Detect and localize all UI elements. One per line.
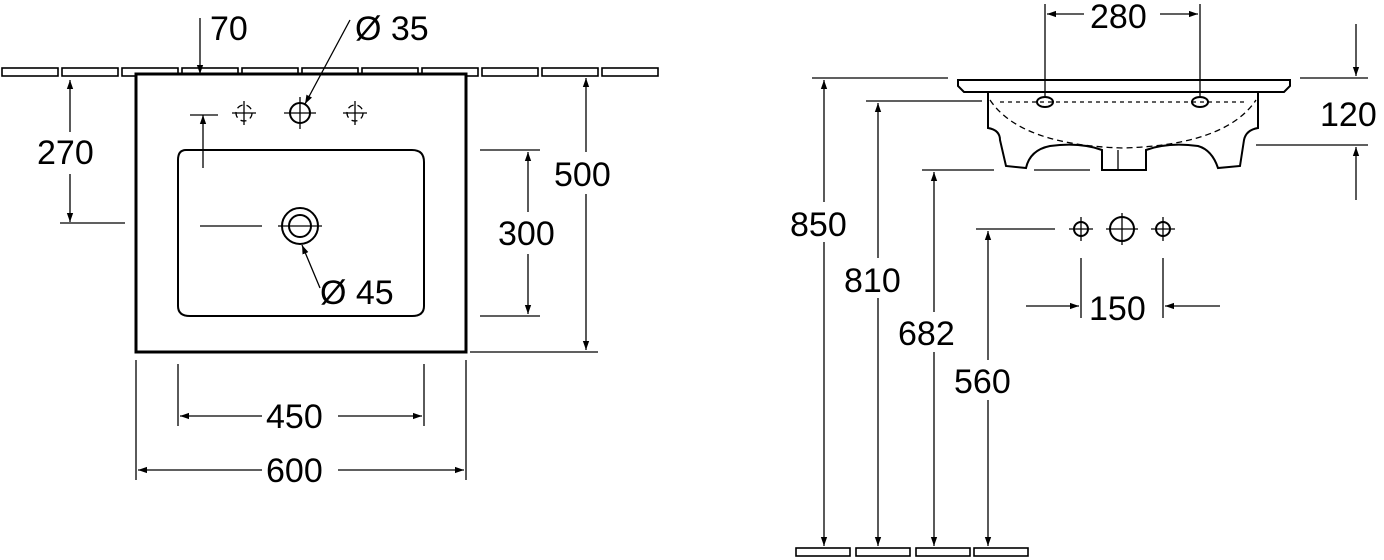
- dim-overall-width: 600: [266, 452, 323, 490]
- dim-bowl-bottom-height: 682: [898, 315, 955, 353]
- elevation-view: 280 120 850 810 682 560: [788, 0, 1377, 557]
- dim-drain-diameter: Ø 45: [320, 274, 394, 312]
- tap-holes: [232, 97, 367, 129]
- bowl-outline: [177, 149, 425, 317]
- basin-elevation: [957, 79, 1291, 171]
- dim-basin-height: 120: [1320, 96, 1377, 134]
- dim-trap-width: 280: [1090, 0, 1147, 36]
- wall-connection-symbols: [1069, 213, 1175, 245]
- basin-outline: [134, 72, 468, 354]
- wall-tiles: [1, 67, 659, 77]
- dim-rim-height: 850: [790, 206, 847, 244]
- dim-connection-spacing: 150: [1089, 290, 1146, 328]
- dim-inner-rim-height: 810: [844, 262, 901, 300]
- plan-view: 70 Ø 35 270 500 300 Ø 45 450: [1, 10, 659, 490]
- drain: [200, 207, 322, 245]
- dim-wall-connection-height: 560: [954, 363, 1011, 401]
- floor-tiles: [795, 547, 1029, 557]
- dim-tap-hole-diameter: Ø 35: [355, 10, 429, 48]
- dim-overall-depth: 500: [554, 156, 611, 194]
- dim-bowl-width: 450: [266, 398, 323, 436]
- dim-bowl-depth: 300: [498, 215, 555, 253]
- dim-tap-to-bowl: 270: [37, 134, 94, 172]
- dim-tap-offset: 70: [210, 10, 248, 48]
